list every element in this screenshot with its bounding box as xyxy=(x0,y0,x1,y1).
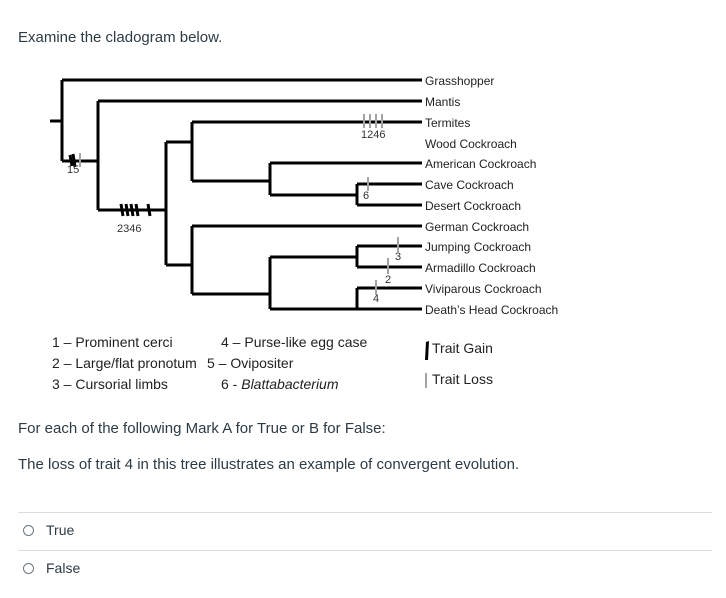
taxon-label: Death’s Head Cockroach xyxy=(425,303,558,317)
trait-key-item: 4 – Purse-like egg case xyxy=(221,334,368,350)
taxa-labels: Grasshopper Mantis Termites Wood Cockroa… xyxy=(425,74,558,317)
trait-key-item: 1 – Prominent cerci xyxy=(52,334,173,350)
trait-key-italic-name: Blattabacterium xyxy=(241,376,339,392)
trait-gain-legend-mark xyxy=(425,341,429,360)
option-divider xyxy=(18,512,712,513)
trait-key-item: 6 - Blattabacterium xyxy=(221,376,339,392)
node-label-2: 2 xyxy=(385,274,391,286)
trait-key-item-prefix: 6 - xyxy=(221,376,241,392)
answer-option-label: False xyxy=(46,560,81,576)
node-label-6: 6 xyxy=(363,190,369,202)
trait-loss-marks xyxy=(79,114,399,295)
trait-key-item: 2 – Large/flat pronotum xyxy=(52,355,197,371)
option-divider xyxy=(18,550,712,551)
cladogram-figure: 15 2346 1246 6 3 2 4 Grasshopper Mantis … xyxy=(50,74,558,392)
radio-button-false[interactable] xyxy=(23,562,34,574)
taxon-label: Jumping Cockroach xyxy=(425,240,531,254)
trait-gain-marks xyxy=(68,153,152,217)
taxon-label: Wood Cockroach xyxy=(425,137,517,151)
answer-option-true[interactable]: True xyxy=(18,512,708,548)
question-statement: The loss of trait 4 in this tree illustr… xyxy=(18,456,520,473)
taxon-label: American Cockroach xyxy=(425,157,536,171)
taxon-label: Mantis xyxy=(425,95,460,109)
taxon-label: Desert Cockroach xyxy=(425,199,521,213)
node-label-3: 3 xyxy=(395,251,401,263)
taxon-label: German Cockroach xyxy=(425,220,529,234)
node-label-2346: 2346 xyxy=(117,223,141,235)
taxon-label: Armadillo Cockroach xyxy=(425,261,536,275)
node-label-15: 15 xyxy=(67,164,79,176)
trait-legend: Trait Gain Trait Loss xyxy=(425,340,493,388)
node-label-1246: 1246 xyxy=(361,129,385,141)
taxon-label: Viviparous Cockroach xyxy=(425,282,542,296)
question-instruction: For each of the following Mark A for Tru… xyxy=(18,420,386,437)
trait-key-item: 3 – Cursorial limbs xyxy=(52,376,168,392)
answer-option-false[interactable]: False xyxy=(18,550,708,586)
prompt-text: Examine the cladogram below. xyxy=(18,29,223,46)
taxon-label: Cave Cockroach xyxy=(425,178,514,192)
trait-gain-legend-label: Trait Gain xyxy=(432,340,493,356)
taxon-label: Termites xyxy=(425,116,470,130)
taxon-label: Grasshopper xyxy=(425,74,494,88)
trait-loss-legend-label: Trait Loss xyxy=(432,371,493,387)
answer-option-label: True xyxy=(46,522,75,538)
radio-button-true[interactable] xyxy=(23,524,34,536)
node-label-4: 4 xyxy=(373,293,379,305)
trait-key: 1 – Prominent cerci 2 – Large/flat prono… xyxy=(52,334,368,392)
trait-key-item: 5 – Ovipositer xyxy=(207,355,294,371)
